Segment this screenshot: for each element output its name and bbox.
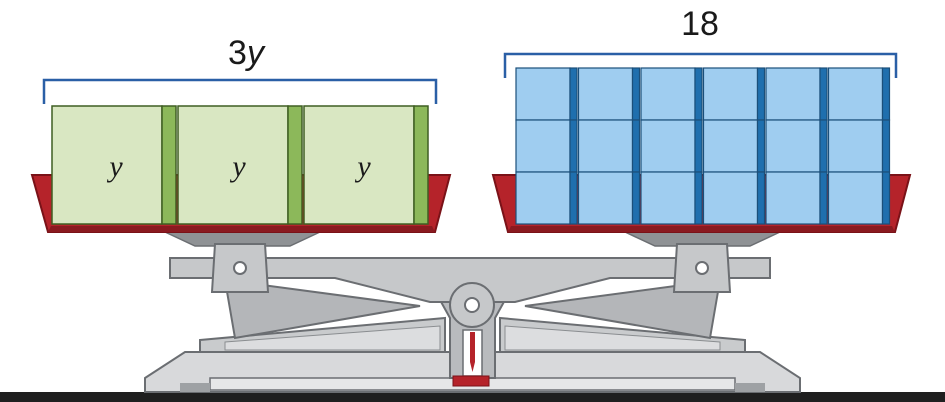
unit-cube <box>827 171 891 225</box>
indicator-needle <box>470 332 475 372</box>
unit-cube <box>765 67 828 121</box>
unit-cube <box>702 67 766 121</box>
left-bracket <box>42 78 438 104</box>
unit-cube <box>577 171 641 225</box>
right-total-label: 18 <box>681 5 719 43</box>
left-blocks: y y y <box>51 105 429 225</box>
indicator-base <box>452 375 490 387</box>
y-block-label: y <box>106 150 123 183</box>
unit-cube <box>827 67 891 121</box>
unit-cube <box>640 119 703 173</box>
unit-cube <box>577 119 641 173</box>
unit-cube <box>702 171 766 225</box>
right-pivot <box>695 261 709 275</box>
y-block: y <box>51 105 177 225</box>
unit-cube <box>515 67 578 121</box>
unit-cube <box>765 171 828 225</box>
unit-cube <box>640 171 703 225</box>
unit-cube <box>577 67 641 121</box>
right-bracket <box>503 52 898 78</box>
y-block: y <box>177 105 303 225</box>
unit-cube <box>640 67 703 121</box>
unit-cube <box>702 119 766 173</box>
left-pivot <box>233 261 247 275</box>
y-block: y <box>303 105 429 225</box>
unit-cube <box>765 119 828 173</box>
unit-cube <box>515 119 578 173</box>
unit-cube <box>827 119 891 173</box>
floor-bar <box>0 392 945 402</box>
right-unit-cubes <box>515 67 891 225</box>
y-block-label: y <box>229 150 246 183</box>
y-block-label: y <box>354 150 371 183</box>
left-total-label: 3y <box>228 34 266 72</box>
balance-beam <box>169 257 771 340</box>
unit-cube <box>515 171 578 225</box>
left-pan-support <box>164 231 321 293</box>
